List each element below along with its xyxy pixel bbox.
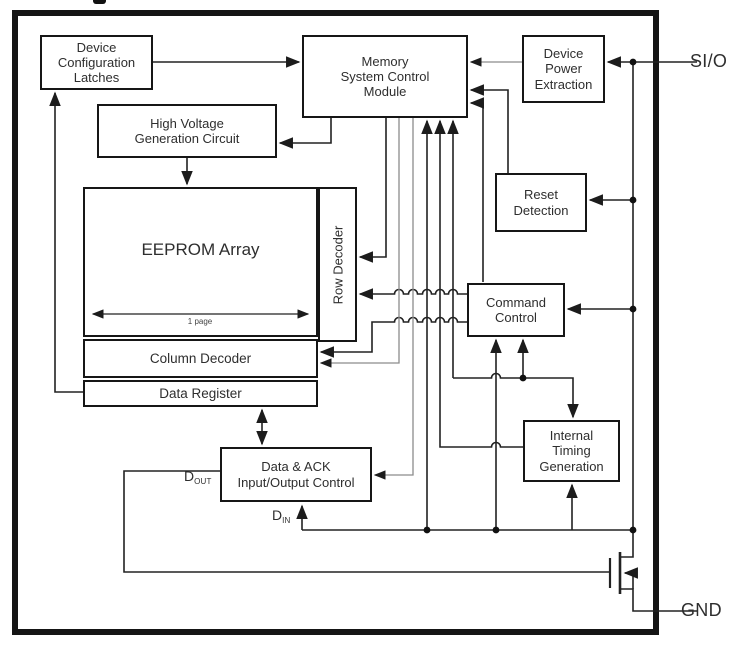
gnd-pin-label: GND [681, 600, 722, 620]
dout-main: D [184, 468, 195, 484]
block-row-decoder: Row Decoder [318, 187, 357, 342]
block-internal-timing-generation: Internal Timing Generation [523, 420, 620, 482]
block-label: Command Control [486, 294, 546, 325]
block-data-register: Data Register [83, 380, 318, 407]
block-device-power-extraction: Device Power Extraction [522, 35, 605, 103]
block-label: Data Register [159, 385, 242, 401]
block-label: Data & ACK Input/Output Control [237, 459, 355, 490]
dout-signal-label: DOUT [184, 468, 212, 486]
sio-pin-label: SI/O [690, 51, 728, 71]
block-device-configuration-latches: Device Configuration Latches [40, 35, 153, 90]
block-label: Reset Detection [513, 187, 569, 218]
dout-sub: OUT [194, 477, 212, 486]
page-width-label: 1 page [187, 317, 213, 326]
din-signal-label: DIN [272, 507, 291, 525]
diagram-frame [12, 10, 659, 635]
block-label: EEPROM Array [141, 239, 260, 259]
block-column-decoder: Column Decoder [83, 339, 318, 378]
block-label: Row Decoder [330, 225, 345, 304]
din-sub: IN [282, 516, 291, 525]
block-label: High Voltage Generation Circuit [134, 115, 240, 146]
block-label: Device Power Extraction [534, 46, 593, 92]
block-data-ack-io-control: Data & ACK Input/Output Control [220, 447, 372, 502]
block-label: Device Configuration Latches [57, 39, 136, 86]
block-eeprom-array: EEPROM Array [83, 187, 318, 337]
block-memory-system-control-module: Memory System Control Module [302, 35, 468, 118]
cropped-caption-fragment [93, 0, 106, 4]
block-command-control: Command Control [467, 283, 565, 337]
block-high-voltage-generation-circuit: High Voltage Generation Circuit [97, 104, 277, 158]
block-reset-detection: Reset Detection [495, 173, 587, 232]
block-label: Internal Timing Generation [539, 428, 604, 474]
din-main: D [272, 507, 283, 523]
block-label: Memory System Control Module [340, 53, 430, 100]
block-label: Column Decoder [149, 350, 252, 366]
